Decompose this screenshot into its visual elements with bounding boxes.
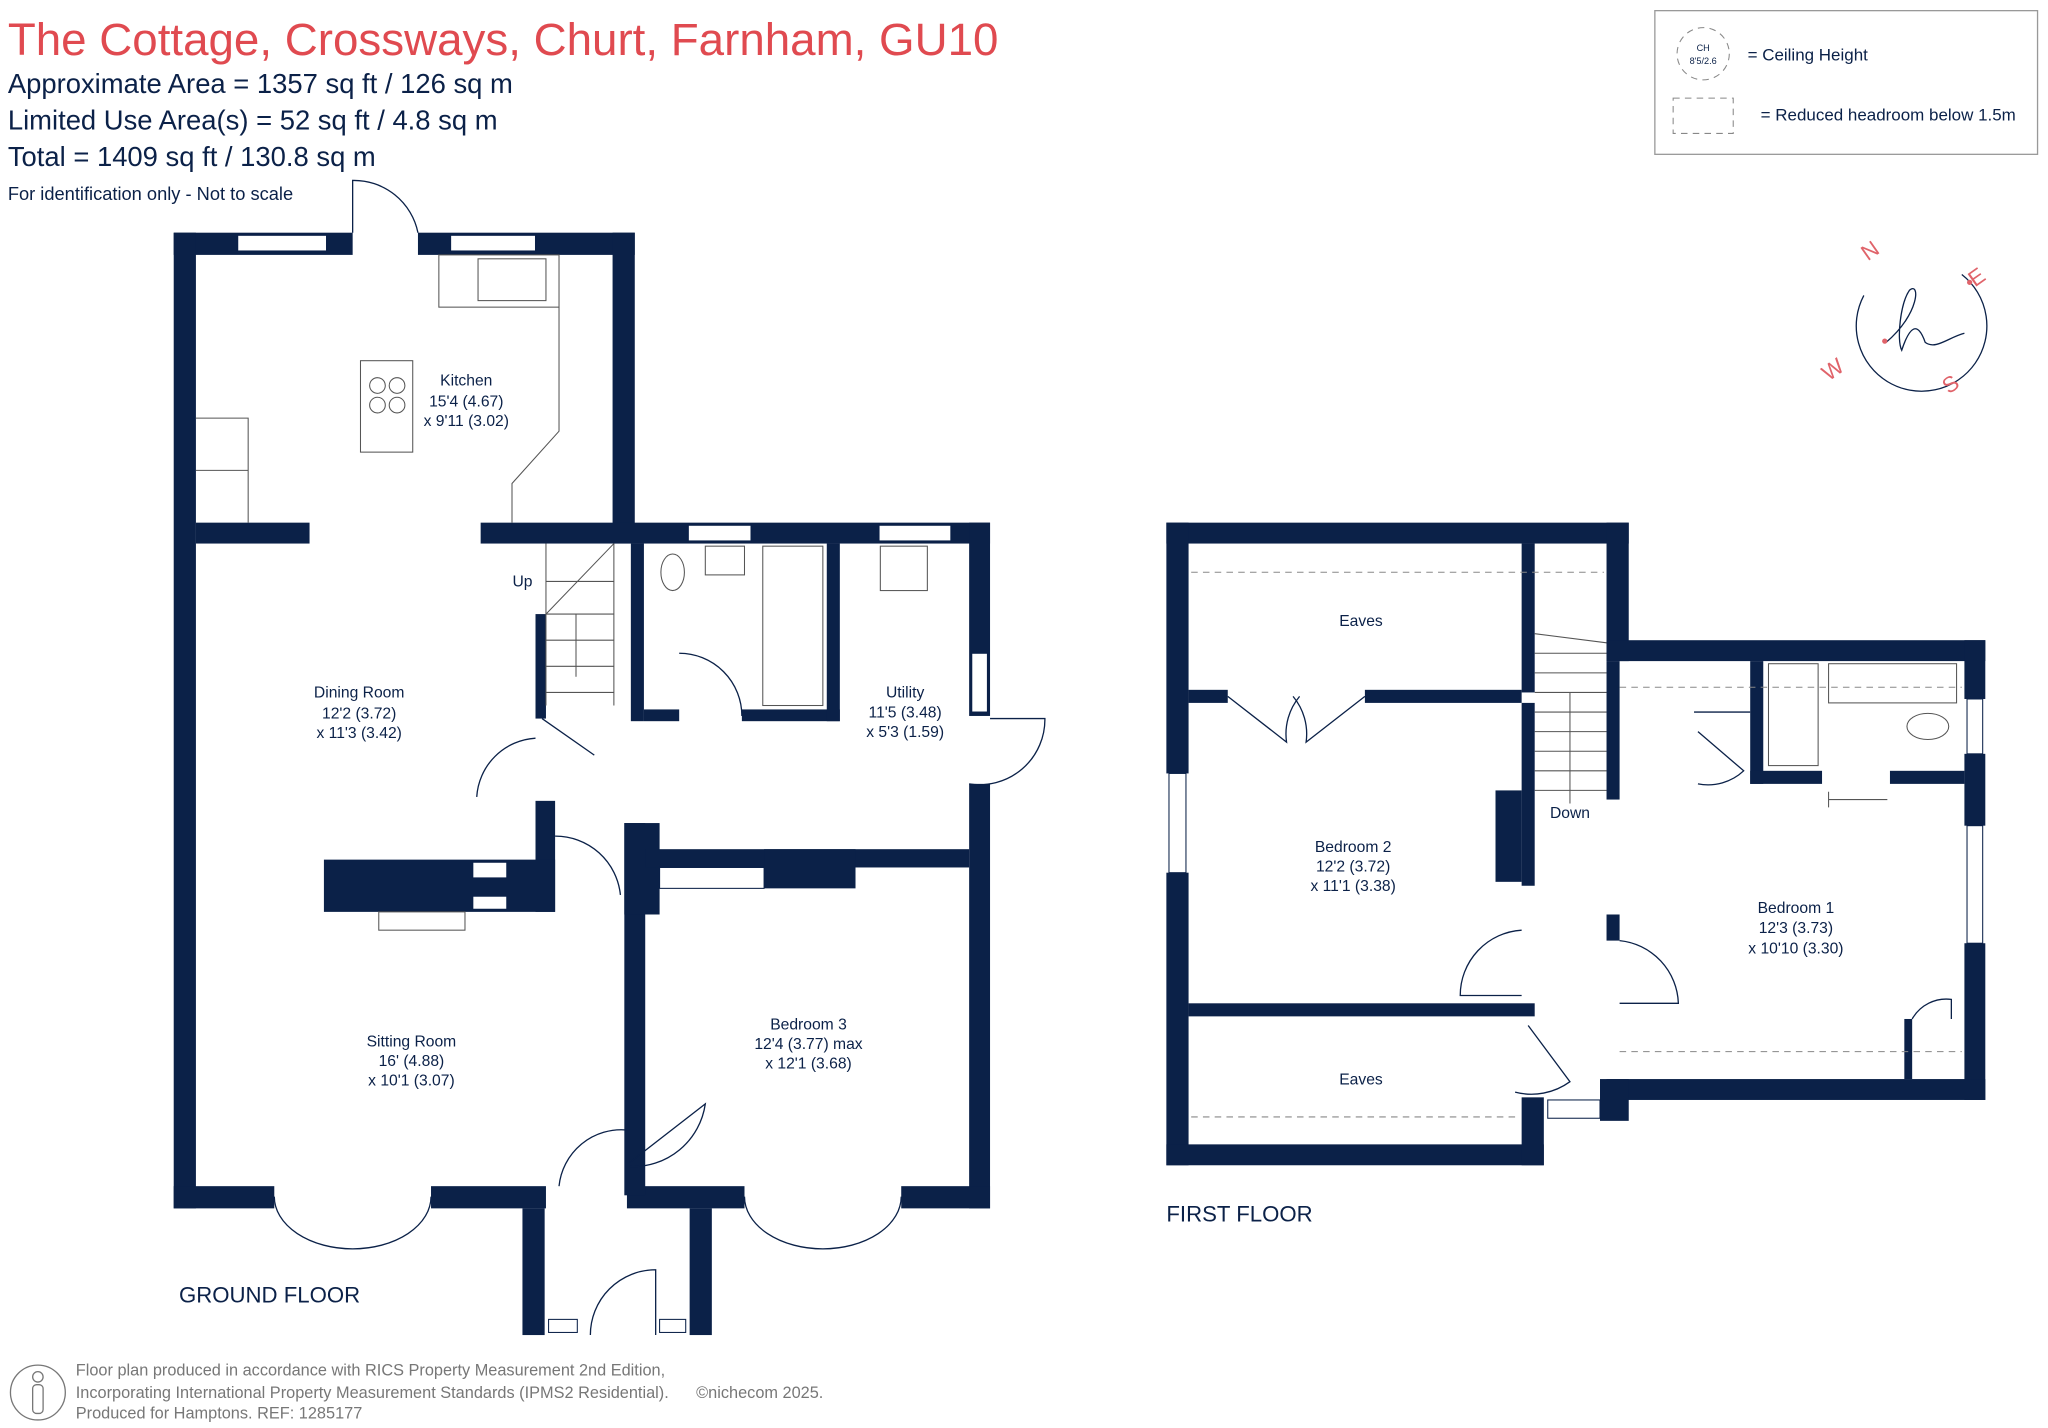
room-name: Bedroom 2: [1315, 839, 1392, 856]
footer-line-2: Incorporating International Property Mea…: [76, 1384, 669, 1402]
reduced-headroom-symbol: [1672, 97, 1734, 134]
room-bedroom-3: Bedroom 3 12'4 (3.77) max x 12'1 (3.68): [754, 1016, 862, 1072]
footer: Floor plan produced in accordance with R…: [9, 1362, 823, 1423]
ground-floor-plan: Up Kitchen 15'4 (4.67) x 9'11 (3.02) Dinin…: [173, 179, 1046, 1336]
room-dining: Dining Room 12'2 (3.72) x 11'3 (3.42): [314, 685, 405, 742]
reduced-headroom-label: = Reduced headroom below 1.5m: [1761, 105, 2016, 124]
room-dim: 12'4 (3.77) max: [754, 1036, 862, 1053]
eaves-bottom-label: Eaves: [1339, 1071, 1383, 1088]
room-bedroom-2: Bedroom 2 12'2 (3.72) x 11'1 (3.38): [1310, 839, 1395, 895]
room-bedroom-1: Bedroom 1 12'3 (3.73) x 10'10 (3.30): [1748, 900, 1843, 957]
room-name: Utility: [886, 685, 924, 702]
limited-use-area: Limited Use Area(s) = 52 sq ft / 4.8 sq …: [8, 105, 498, 136]
room-dim: 11'5 (3.48): [869, 704, 942, 721]
disclaimer: For identification only - Not to scale: [8, 183, 293, 204]
ch-symbol-text: CH: [1697, 43, 1710, 53]
compass-south: S: [1937, 370, 1963, 399]
ceiling-height-symbol: [1676, 27, 1730, 81]
room-dim: x 12'1 (3.68): [765, 1056, 852, 1073]
room-utility: Utility 11'5 (3.48) x 5'3 (1.59): [866, 685, 944, 741]
ground-floor-label: GROUND FLOOR: [179, 1282, 360, 1307]
room-name: Bedroom 1: [1758, 900, 1835, 917]
ch-value-text: 8'5/2.6: [1690, 56, 1717, 66]
total-area: Total = 1409 sq ft / 130.8 sq m: [8, 141, 376, 172]
rics-person-icon: [9, 1364, 66, 1421]
room-dim: x 11'3 (3.42): [316, 725, 401, 742]
room-kitchen: Kitchen 15'4 (4.67) x 9'11 (3.02): [424, 373, 509, 430]
room-name: Dining Room: [314, 685, 405, 702]
compass-east: E: [1963, 263, 1989, 292]
footer-line-1: Floor plan produced in accordance with R…: [76, 1362, 665, 1380]
room-dim: x 5'3 (1.59): [866, 724, 944, 741]
room-dim: 16' (4.88): [379, 1053, 445, 1070]
room-dim: x 10'10 (3.30): [1748, 941, 1843, 958]
property-title: The Cottage, Crossways, Churt, Farnham, …: [8, 14, 999, 65]
compass-north: N: [1856, 236, 1883, 266]
room-sitting: Sitting Room 16' (4.88) x 10'1 (3.07): [367, 1033, 457, 1089]
first-floor-label: FIRST FLOOR: [1166, 1201, 1312, 1226]
room-dim: 12'2 (3.72): [1316, 858, 1390, 875]
compass-logo: N E S W: [1817, 236, 1990, 399]
footer-copyright: ©nichecom 2025.: [696, 1384, 823, 1402]
room-name: Kitchen: [440, 373, 492, 390]
room-dim: 12'3 (3.73): [1759, 920, 1833, 937]
room-dim: x 11'1 (3.38): [1310, 878, 1395, 895]
legend: CH 8'5/2.6 = Ceiling Height = Reduced he…: [1654, 10, 2039, 155]
eaves-top-label: Eaves: [1339, 613, 1383, 630]
room-dim: 12'2 (3.72): [322, 706, 396, 723]
compass-west: W: [1817, 353, 1849, 386]
room-dim: x 10'1 (3.07): [368, 1073, 455, 1090]
ceiling-height-label: = Ceiling Height: [1748, 45, 1869, 64]
first-floor-plan: Down Eaves Eaves Bedroom 2 12'2 (3.72) x 1…: [1166, 522, 1986, 1226]
stairs-up-label: Up: [512, 574, 532, 591]
stairs-down-label: Down: [1550, 805, 1590, 822]
room-dim: 15'4 (4.67): [429, 393, 503, 410]
room-name: Sitting Room: [367, 1033, 457, 1050]
approx-area: Approximate Area = 1357 sq ft / 126 sq m: [8, 68, 513, 99]
room-name: Bedroom 3: [770, 1016, 847, 1033]
footer-line-3: Produced for Hamptons. REF: 1285177: [76, 1405, 363, 1423]
room-dim: x 9'11 (3.02): [424, 413, 509, 430]
